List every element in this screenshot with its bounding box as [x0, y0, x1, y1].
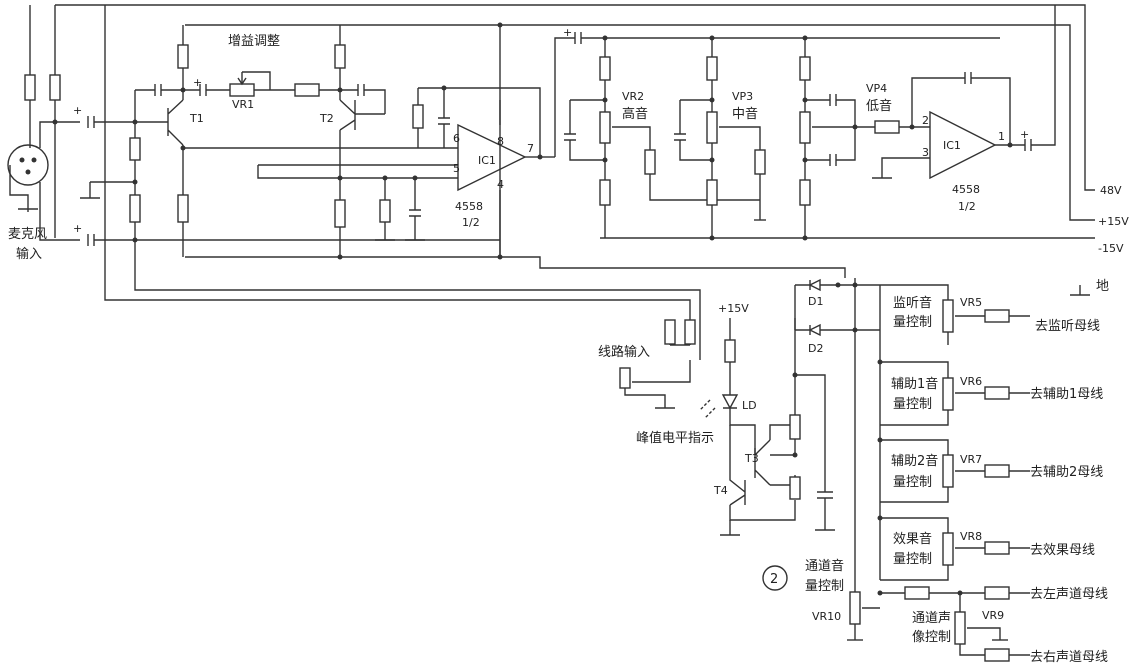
power-rails [55, 4, 1095, 278]
diodes [794, 278, 881, 592]
ic1b-type: 4558 [952, 183, 980, 196]
vr9-label: VR9 [982, 609, 1004, 622]
line-input-label: 线路输入 [598, 344, 650, 360]
vr7-label: VR7 [960, 453, 982, 466]
aux1-label-1: 辅助1音 [891, 376, 938, 392]
fx-label-2: 量控制 [893, 552, 932, 567]
channel-volume-label-1: 通道音 [805, 558, 844, 574]
ic1a-pin7: 7 [527, 142, 534, 155]
vr5-label: VR5 [960, 296, 982, 309]
input-resistors: + + [24, 5, 500, 246]
ic1b-pin2: 2 [922, 114, 929, 127]
to-right-bus: 去右声道母线 [1030, 650, 1108, 665]
to-aux1-bus: 去辅助1母线 [1030, 387, 1103, 402]
ic1a-pin5: 5 [453, 162, 460, 175]
monitor-label-1: 监听音 [893, 295, 932, 311]
channel-fader-vr10 [847, 591, 880, 641]
aux2-label-1: 辅助2音 [891, 453, 938, 469]
to-fx-bus: 去效果母线 [1030, 543, 1095, 558]
ic1b-label: IC1 [943, 139, 961, 152]
to-aux2-bus: 去辅助2母线 [1030, 465, 1103, 480]
ic1a-pin4: 4 [497, 178, 504, 191]
rail-48v-label: 48V [1100, 184, 1122, 197]
channel-volume-label-2: 量控制 [805, 579, 844, 594]
mic-connector [7, 144, 49, 212]
plus-sign: + [193, 76, 202, 89]
t2-label: T2 [319, 112, 334, 125]
pan-label-2: 像控制 [912, 630, 951, 645]
send-controls [877, 284, 1030, 662]
ic1a-label: IC1 [478, 154, 496, 167]
plus-sign: + [563, 26, 572, 39]
vr8-label: VR8 [960, 530, 982, 543]
plus-sign: + [73, 222, 82, 235]
vr4-label: VP4 [866, 82, 887, 95]
opamp-ic1a [183, 22, 543, 260]
vr1-label: VR1 [232, 98, 254, 111]
ic1b-pin3: 3 [922, 146, 929, 159]
ic1a-pin8: 8 [497, 135, 504, 148]
line-input-jack [619, 319, 696, 409]
gain-pot-vr1 [183, 71, 340, 97]
vr6-label: VR6 [960, 375, 982, 388]
d2-label: D2 [808, 342, 823, 355]
aux2-label-2: 量控制 [893, 475, 932, 490]
gain-adjust-label: 增益调整 [228, 34, 280, 49]
to-left-bus: 去左声道母线 [1030, 587, 1108, 602]
vr3-label: VP3 [732, 90, 753, 103]
aux1-label-2: 量控制 [893, 397, 932, 412]
t1-label: T1 [189, 112, 204, 125]
transistor-t2 [334, 25, 386, 260]
t4-label: T4 [713, 484, 728, 497]
plus-sign: + [1020, 128, 1029, 141]
bass-label: 低音 [866, 98, 892, 114]
ld-label: LD [742, 399, 757, 412]
mic-input-label-2: 输入 [16, 246, 42, 262]
transistor-t1 [135, 25, 189, 257]
peak-level-label: 峰值电平指示 [636, 430, 714, 446]
ic1a-pin6: 6 [453, 132, 460, 145]
vr2-label: VR2 [622, 90, 644, 103]
monitor-label-2: 量控制 [893, 315, 932, 330]
rail-15v-pos-label: +15V [1098, 215, 1129, 228]
to-monitor-bus: 去监听母线 [1035, 319, 1100, 334]
ic1a-half: 1/2 [462, 216, 480, 229]
treble-label: 高音 [622, 106, 648, 122]
fx-label-1: 效果音 [893, 531, 932, 547]
t3-label: T3 [744, 452, 759, 465]
ic1b-pin1: 1 [998, 130, 1005, 143]
ic1a-type: 4558 [455, 200, 483, 213]
svg-text:2: 2 [770, 572, 778, 587]
pan-label-1: 通道声 [912, 611, 951, 626]
plus-sign: + [73, 104, 82, 117]
mid-label: 中音 [732, 106, 758, 122]
circled-number: 2 [762, 565, 788, 591]
rail-15v-neg-label: -15V [1098, 242, 1124, 255]
ic1b-half: 1/2 [958, 200, 976, 213]
ground-symbol [1070, 285, 1090, 296]
opamp-ic1b [872, 5, 1056, 180]
bias-network [80, 5, 701, 360]
vr10-label: VR10 [812, 610, 841, 623]
mic-input-label-1: 麦克风 [8, 227, 47, 242]
d1-label: D1 [808, 295, 823, 308]
plus15-label: +15V [718, 302, 749, 315]
tone-control-network [540, 32, 1000, 241]
peak-indicator [699, 318, 835, 536]
ground-label: 地 [1096, 279, 1109, 294]
